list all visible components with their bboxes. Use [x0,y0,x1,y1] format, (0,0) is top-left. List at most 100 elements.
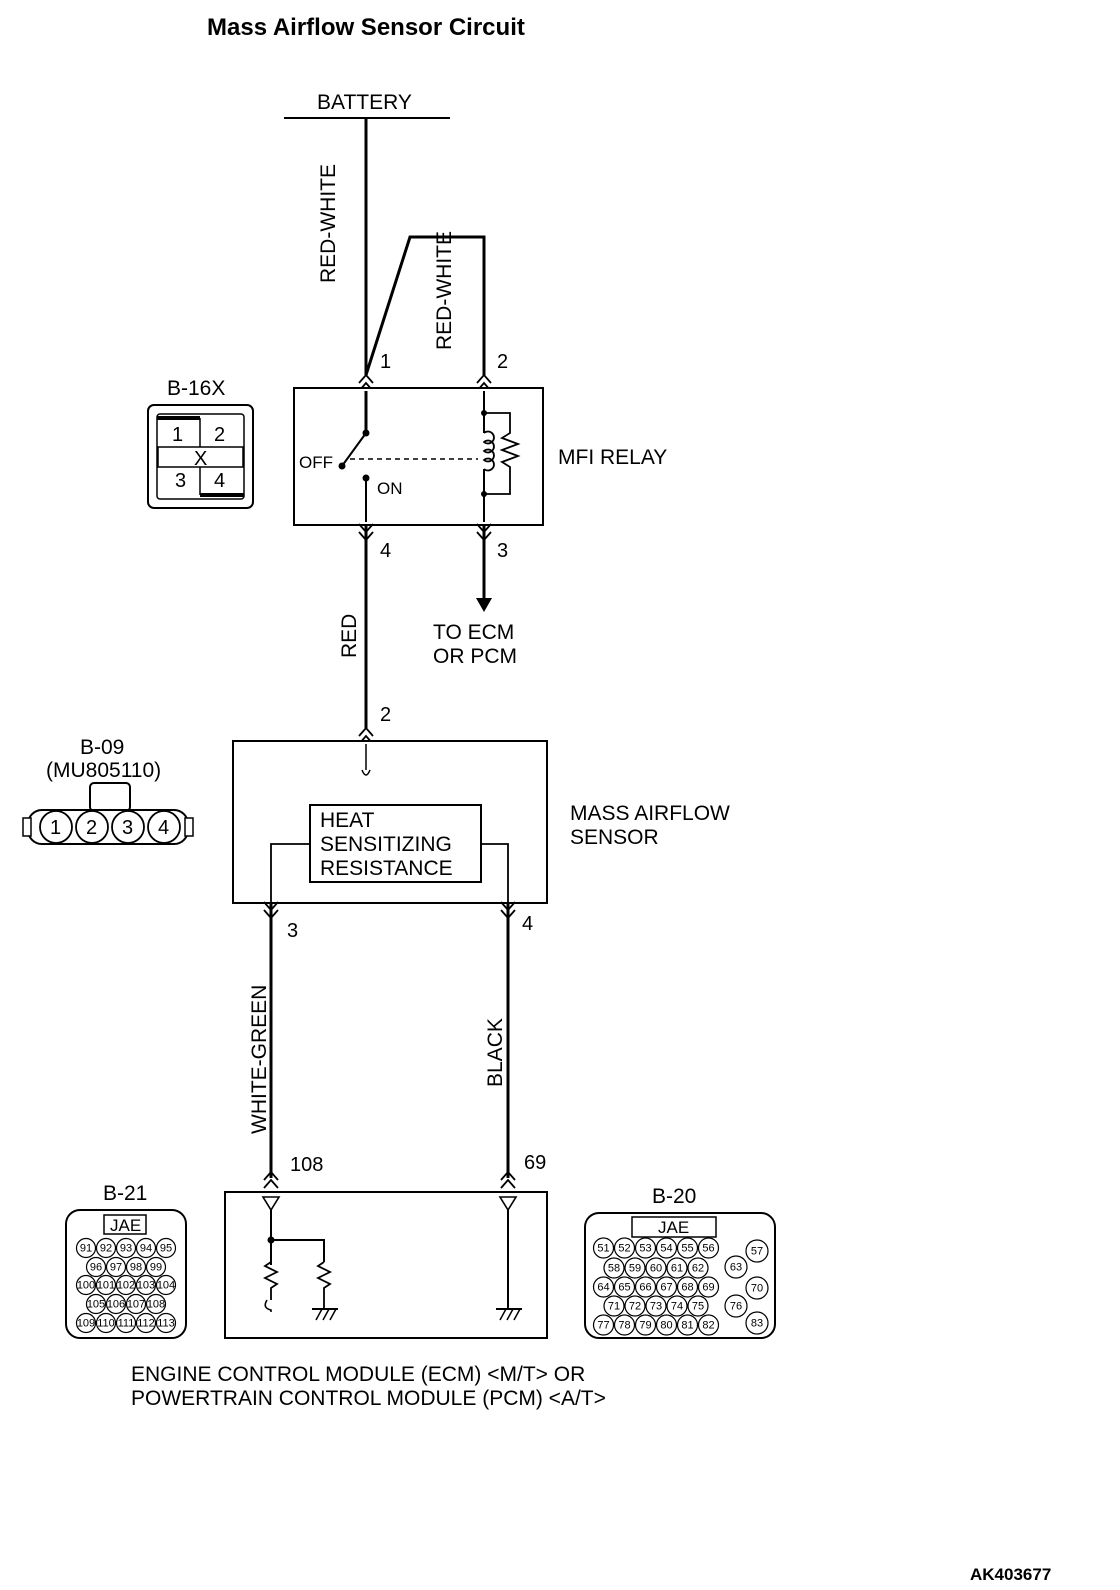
b21-pin-96-socket [85,1256,107,1278]
b20-pin-67: 67 [660,1282,672,1294]
b20-pin-61: 61 [671,1263,683,1275]
b09-part-number: (MU805110) [46,759,161,782]
b20-pin-53-socket [634,1237,657,1259]
sensor-pin-2: 2 [380,704,391,726]
b09-pin-2: 2 [86,817,97,839]
b21-pin-98-socket [125,1256,147,1278]
heat-resistance-element [309,804,482,883]
b20-pin-72: 72 [629,1301,641,1313]
b16x-label: B-16X [167,377,225,400]
b20-pin-73: 73 [650,1301,662,1313]
maf-sensor-label-2: SENSOR [570,826,659,849]
b21-pin-113-socket [155,1312,177,1334]
b20-pin-55: 55 [681,1243,693,1255]
b20-pin-82-socket [697,1314,720,1336]
b20-pin-54-socket [655,1237,678,1259]
wire-label-sensor-ground: BLACK [484,1018,507,1087]
b21-pin-104: 104 [157,1280,175,1292]
b20-pin-77-socket [592,1314,615,1336]
b21-pin-91: 91 [80,1243,92,1255]
b21-pin-100-socket [75,1274,97,1296]
sensor-pin-2-open-lead [361,744,371,776]
b21-pin-100: 100 [77,1280,95,1292]
wire-label-sensor-signal: WHITE-GREEN [248,985,271,1134]
b16x-pin-1: 1 [172,424,183,446]
b20-pin-53: 53 [639,1243,651,1255]
b20-pin-80-socket [655,1314,678,1336]
b20-pin-63: 63 [730,1262,742,1274]
heat-resistance-label-1: HEAT [320,809,375,832]
b21-pin-99-socket [145,1256,167,1278]
b20-pin-56-socket [697,1237,720,1259]
relay-pin-4: 4 [380,540,391,562]
b20-pin-76: 76 [730,1301,742,1313]
b09-latch [89,782,131,812]
relay-switch-blade [341,432,367,467]
sensor-pin-3: 3 [287,920,298,942]
b21-pin-112-socket [135,1312,157,1334]
b21-pin-103-socket [135,1274,157,1296]
b21-pin-101-socket [95,1274,117,1296]
b20-pin-70: 70 [751,1283,763,1295]
wire-label-relay-to-sensor: RED [338,614,361,658]
b21-pin-96: 96 [90,1262,102,1274]
b16x-pin-3: 3 [175,470,186,492]
b20-pin-52: 52 [618,1243,630,1255]
b09-label: B-09 [80,736,124,759]
b21-pin-109-socket [75,1312,97,1334]
to-ecm-label-1: TO ECM [433,621,514,644]
b20-pin-64: 64 [597,1282,609,1294]
ecm-input-ground-icon [498,1196,518,1212]
b21-pin-102: 102 [117,1280,135,1292]
b21-pin-101: 101 [97,1280,115,1292]
to-ecm-arrow-icon [476,598,492,612]
b20-pin-65: 65 [618,1282,630,1294]
b21-pin-109: 109 [77,1318,95,1330]
b20-pin-69-socket [697,1276,720,1298]
b21-pin-92: 92 [100,1243,112,1255]
mfi-relay-label: MFI RELAY [558,446,667,469]
heat-resistance-label-2: SENSITIZING [320,833,452,856]
b21-pin-110: 110 [97,1318,115,1330]
ecm-ground-icon-1 [312,1308,338,1321]
b21-brand: JAE [110,1216,141,1235]
b16x-x-mark: X [194,448,207,470]
b21-pin-95-socket [155,1237,177,1259]
b20-pin-80: 80 [660,1320,672,1332]
b20-pin-70-socket [745,1276,769,1300]
b21-pin-106: 106 [107,1299,125,1311]
b09-tab-left [22,817,32,837]
b21-pin-97-socket [105,1256,127,1278]
b20-pin-62: 62 [692,1263,704,1275]
b20-pin-67-socket [655,1276,678,1298]
b21-pin-91-socket [75,1237,97,1259]
b20-pin-58: 58 [608,1263,620,1275]
ecm-box [224,1191,548,1339]
b20-pin-78-socket [613,1314,636,1336]
b20-pin-51: 51 [597,1243,609,1255]
b20-pin-56: 56 [702,1243,714,1255]
b20-pin-65-socket [613,1276,636,1298]
b09-pin-3: 3 [122,817,133,839]
diagram-title: Mass Airflow Sensor Circuit [207,14,525,41]
b21-pin-107-socket [125,1293,147,1315]
b20-pin-73-socket [645,1295,667,1317]
ecm-ground-icon-2 [496,1308,522,1321]
b09-pin-1-socket [39,810,73,844]
b20-pin-58-socket [603,1257,625,1279]
b21-pin-110-socket [95,1312,117,1334]
b20-pin-76-socket [724,1294,748,1318]
ecm-pin-signal: 108 [290,1154,323,1176]
b21-pin-103: 103 [137,1280,155,1292]
b20-pin-82: 82 [702,1320,714,1332]
b21-pin-93-socket [115,1237,137,1259]
b20-pin-75-socket [687,1295,709,1317]
b20-pin-64-socket [592,1276,615,1298]
b20-pin-72-socket [624,1295,646,1317]
ecm-label-2: POWERTRAIN CONTROL MODULE (PCM) <A/T> [131,1387,606,1410]
relay-resistor-icon [484,412,521,495]
b20-pin-63-socket [724,1255,748,1279]
b20-pin-71-socket [603,1295,625,1317]
